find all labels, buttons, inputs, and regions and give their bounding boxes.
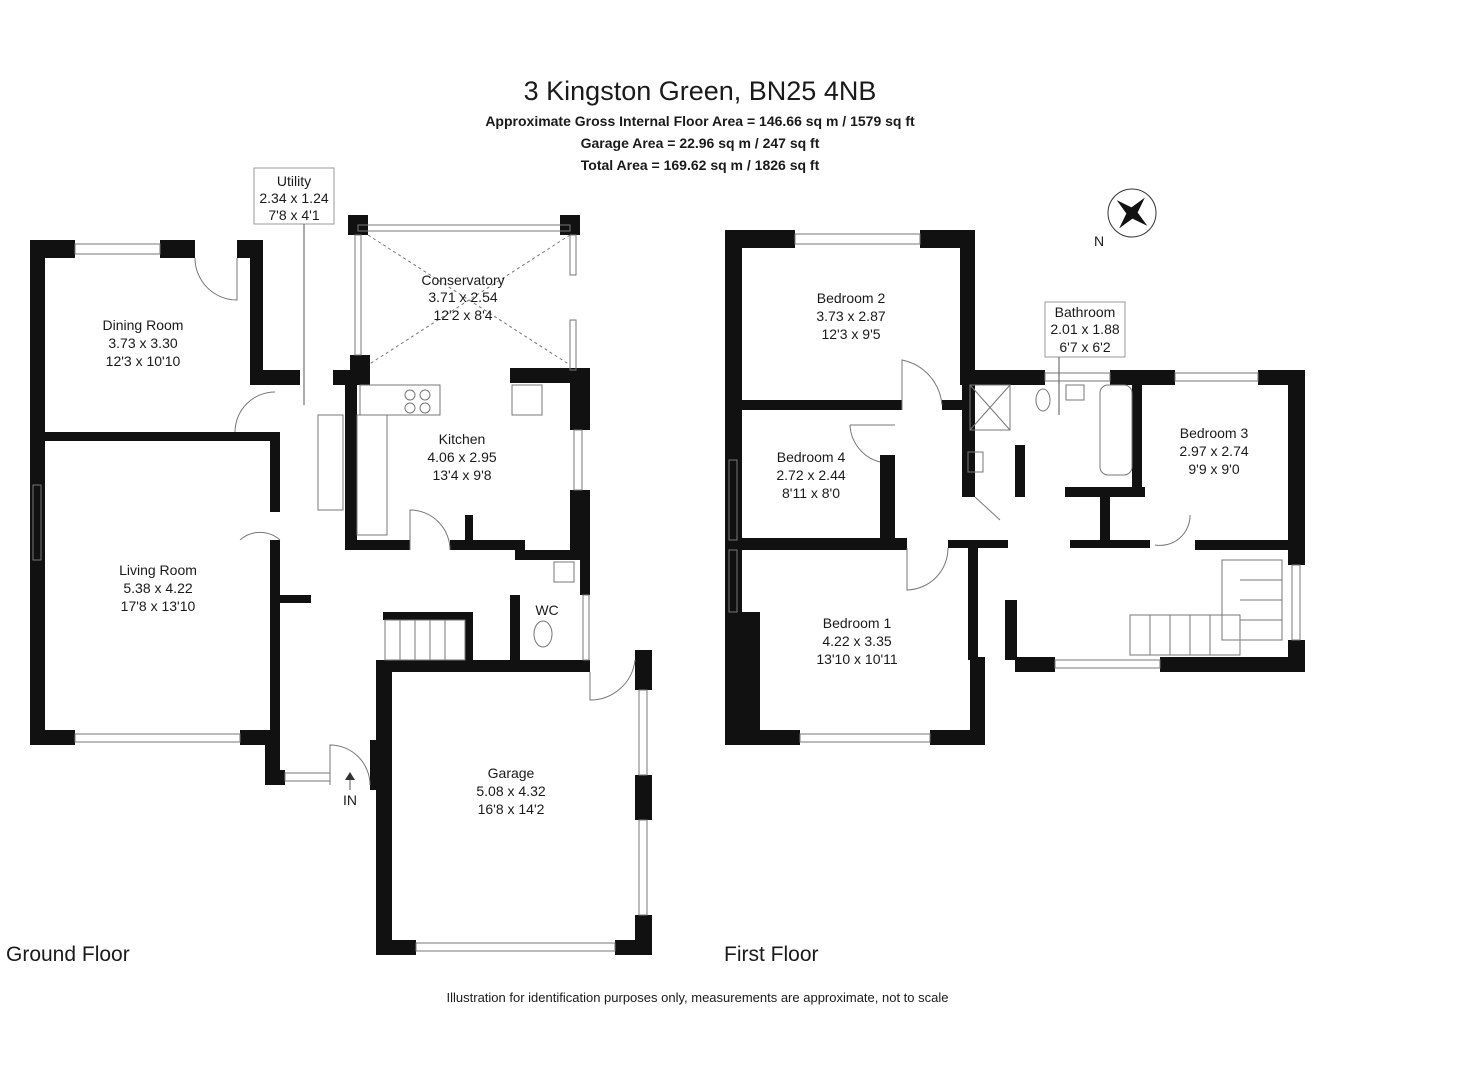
svg-text:5.08 x 4.32: 5.08 x 4.32 (476, 783, 545, 799)
wc-basin-icon (553, 561, 575, 583)
svg-text:2.72 x 2.44: 2.72 x 2.44 (776, 467, 845, 483)
svg-text:Kitchen: Kitchen (439, 431, 486, 447)
svg-text:2.01 x 1.88: 2.01 x 1.88 (1050, 321, 1119, 337)
room-bedroom-4: Bedroom 4 2.72 x 2.44 8'11 x 8'0 (776, 449, 845, 501)
compass-rose-icon (1107, 188, 1157, 238)
svg-text:13'10 x 10'11: 13'10 x 10'11 (816, 651, 898, 667)
wc-toilet-icon (533, 620, 553, 648)
ground-floor-label: Ground Floor (6, 943, 130, 966)
garage-area: Garage Area = 22.96 sq m / 247 sq ft (580, 135, 820, 151)
svg-text:12'2 x 8'4: 12'2 x 8'4 (433, 307, 492, 323)
bathroom-toilet-icon (1035, 388, 1051, 412)
room-bedroom-2: Bedroom 2 3.73 x 2.87 12'3 x 9'5 (816, 290, 885, 342)
svg-text:2.97 x 2.74: 2.97 x 2.74 (1179, 443, 1248, 459)
svg-text:Garage: Garage (488, 765, 535, 781)
svg-text:12'3 x 9'5: 12'3 x 9'5 (821, 326, 880, 342)
svg-text:9'9 x 9'0: 9'9 x 9'0 (1188, 461, 1239, 477)
svg-text:Bedroom 2: Bedroom 2 (817, 290, 886, 306)
utility-worktop (317, 414, 344, 511)
first-floor-walls (725, 230, 1305, 745)
svg-text:Bedroom 1: Bedroom 1 (823, 615, 892, 631)
svg-text:17'8 x 13'10: 17'8 x 13'10 (121, 598, 196, 614)
svg-text:6'7 x 6'2: 6'7 x 6'2 (1059, 339, 1110, 355)
svg-text:12'3 x 10'10: 12'3 x 10'10 (106, 353, 181, 369)
room-living-room: Living Room 5.38 x 4.22 17'8 x 13'10 (119, 562, 197, 614)
svg-text:3.73 x 2.87: 3.73 x 2.87 (816, 308, 885, 324)
stairs (1129, 559, 1283, 656)
room-bathroom: Bathroom 2.01 x 1.88 6'7 x 6'2 (1044, 301, 1126, 415)
svg-text:7'8 x 4'1: 7'8 x 4'1 (268, 207, 319, 223)
gross-area: Approximate Gross Internal Floor Area = … (485, 113, 915, 129)
plan-title: 3 Kingston Green, BN25 4NB (523, 76, 877, 106)
bathroom-basin-icon (1065, 384, 1085, 401)
svg-text:Utility: Utility (277, 173, 311, 189)
svg-text:13'4 x 9'8: 13'4 x 9'8 (432, 467, 491, 483)
svg-text:5.38 x 4.22: 5.38 x 4.22 (123, 580, 192, 596)
room-dining-room: Dining Room 3.73 x 3.30 12'3 x 10'10 (103, 317, 184, 369)
stairs (384, 619, 466, 661)
room-utility: Utility 2.34 x 1.24 7'8 x 4'1 (253, 167, 335, 405)
room-wc: WC (535, 602, 558, 618)
room-kitchen: Kitchen 4.06 x 2.95 13'4 x 9'8 (427, 431, 496, 483)
room-bedroom-3: Bedroom 3 2.97 x 2.74 9'9 x 9'0 (1179, 425, 1248, 477)
room-conservatory: Conservatory 3.71 x 2.54 12'2 x 8'4 (421, 272, 504, 323)
first-floor-label: First Floor (724, 943, 819, 966)
room-bedroom-1: Bedroom 1 4.22 x 3.35 13'10 x 10'11 (816, 615, 898, 667)
svg-text:16'8 x 14'2: 16'8 x 14'2 (478, 801, 545, 817)
svg-text:Conservatory: Conservatory (421, 272, 504, 288)
svg-text:3.73 x 3.30: 3.73 x 3.30 (108, 335, 177, 351)
svg-text:3.71 x 2.54: 3.71 x 2.54 (428, 289, 497, 305)
svg-text:Living Room: Living Room (119, 562, 197, 578)
svg-text:Dining Room: Dining Room (103, 317, 184, 333)
svg-text:2.34 x 1.24: 2.34 x 1.24 (259, 190, 328, 206)
shower-icon (969, 384, 1011, 431)
disclaimer: Illustration for identification purposes… (446, 990, 949, 1005)
svg-text:Bedroom 4: Bedroom 4 (777, 449, 846, 465)
room-garage: Garage 5.08 x 4.32 16'8 x 14'2 (476, 765, 545, 817)
svg-text:IN: IN (343, 792, 357, 808)
total-area: Total Area = 169.62 sq m / 1826 sq ft (580, 157, 820, 173)
svg-text:Bathroom: Bathroom (1055, 304, 1116, 320)
svg-text:4.22 x 3.35: 4.22 x 3.35 (822, 633, 891, 649)
svg-text:4.06 x 2.95: 4.06 x 2.95 (427, 449, 496, 465)
svg-text:Bedroom 3: Bedroom 3 (1180, 425, 1249, 441)
compass-north-label: N (1094, 233, 1104, 249)
entrance-marker: IN (343, 772, 357, 808)
svg-text:8'11 x 8'0: 8'11 x 8'0 (782, 485, 840, 501)
ground-floor-walls (30, 215, 652, 955)
bath-icon (1099, 384, 1133, 476)
